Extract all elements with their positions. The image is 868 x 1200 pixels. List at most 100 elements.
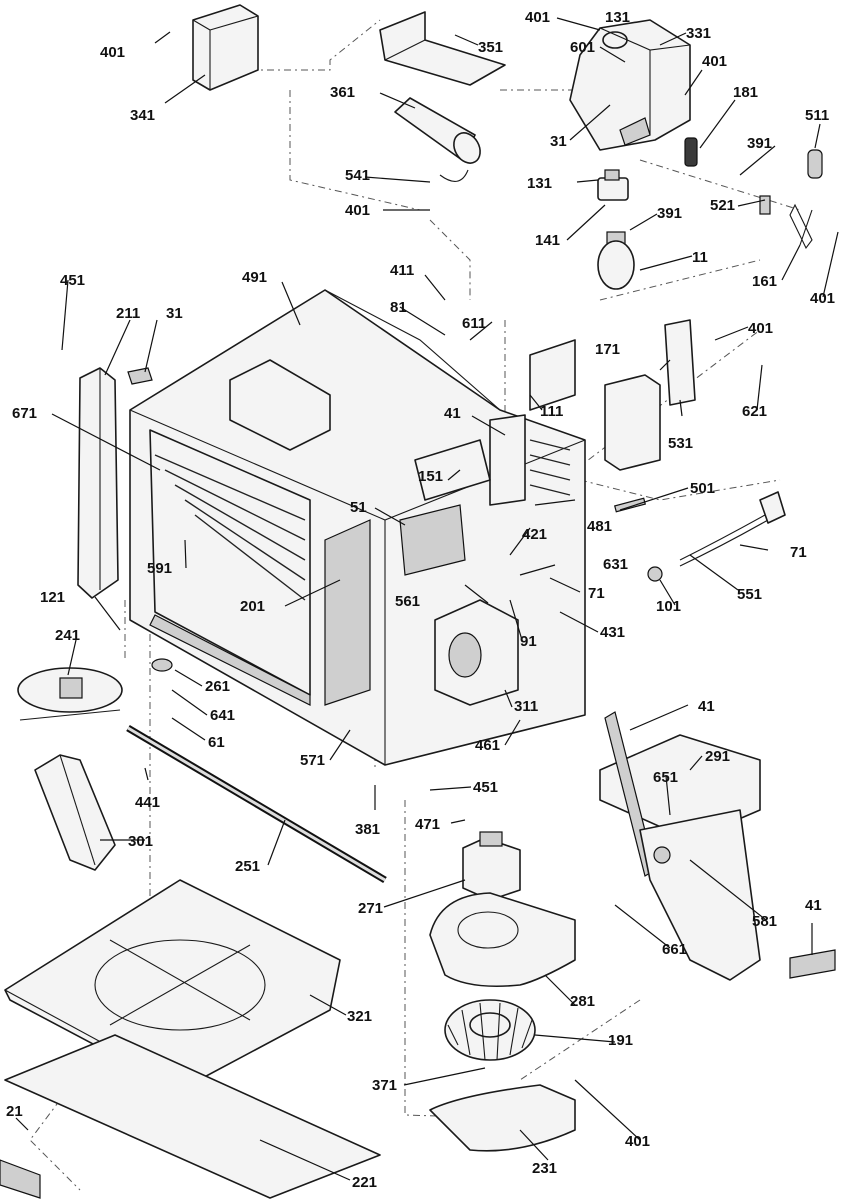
- label-41: 41: [444, 405, 461, 422]
- filter-221: [4, 1034, 381, 1199]
- plate-531: [664, 319, 696, 406]
- blower-housing-281: [429, 892, 576, 988]
- label-91: 91: [520, 633, 537, 650]
- side-panel-211: [77, 367, 119, 599]
- label-401: 401: [810, 290, 835, 307]
- label-311: 311: [514, 698, 538, 715]
- label-501: 501: [690, 480, 715, 497]
- label-151: 151: [418, 468, 443, 485]
- label-481: 481: [587, 518, 612, 535]
- label-531: 531: [668, 435, 693, 452]
- label-71: 71: [790, 544, 807, 561]
- label-581: 581: [752, 913, 777, 930]
- label-561: 561: [395, 593, 420, 610]
- label-621: 621: [742, 403, 767, 420]
- label-51: 51: [350, 499, 367, 516]
- cabinet-body: [129, 289, 586, 766]
- label-641: 641: [210, 707, 235, 724]
- label-521: 521: [710, 197, 735, 214]
- lamp-housing-331: [569, 19, 691, 151]
- label-391: 391: [657, 205, 682, 222]
- label-631: 631: [603, 556, 628, 573]
- label-601: 601: [570, 39, 595, 56]
- label-401: 401: [345, 202, 370, 219]
- component-51: [399, 504, 466, 576]
- label-451: 451: [60, 272, 85, 289]
- label-281: 281: [570, 993, 595, 1010]
- label-11: 11: [692, 249, 708, 266]
- bracket-301: [34, 754, 116, 871]
- capacitor-361: [394, 97, 481, 182]
- label-451: 451: [473, 779, 498, 796]
- label-61: 61: [208, 734, 225, 751]
- stirrer-241: [17, 667, 123, 721]
- label-211: 211: [116, 305, 140, 322]
- fan-wheel-191: [444, 999, 536, 1061]
- label-121: 121: [40, 589, 65, 606]
- label-591: 591: [147, 560, 172, 577]
- base-tray-321: [4, 879, 341, 1091]
- label-271: 271: [358, 900, 383, 917]
- label-261: 261: [205, 678, 230, 695]
- thermal-fuse-181: [684, 137, 698, 167]
- label-201: 201: [240, 598, 265, 615]
- label-371: 371: [372, 1077, 397, 1094]
- label-401: 401: [702, 53, 727, 70]
- label-111: 111: [540, 403, 563, 420]
- label-291: 291: [705, 748, 730, 765]
- label-161: 161: [752, 273, 777, 290]
- fuse-holder-161: [789, 203, 813, 250]
- label-671: 671: [12, 405, 37, 422]
- label-391: 391: [747, 135, 772, 152]
- spacer-31: [127, 367, 153, 385]
- clip-521: [759, 195, 771, 215]
- label-401: 401: [748, 320, 773, 337]
- label-241: 241: [55, 627, 80, 644]
- label-541: 541: [345, 167, 370, 184]
- lamp-socket-141: [597, 169, 629, 201]
- label-321: 321: [347, 1008, 372, 1025]
- label-21: 21: [6, 1103, 23, 1120]
- leader-lines: [15, 17, 839, 1181]
- label-511: 511: [805, 107, 829, 124]
- label-571: 571: [300, 752, 325, 769]
- label-381: 381: [355, 821, 380, 838]
- label-651: 651: [653, 769, 678, 786]
- label-71: 71: [588, 585, 605, 602]
- label-351: 351: [478, 39, 503, 56]
- label-411: 411: [390, 262, 414, 279]
- part-labels: 401 341 351 361 541 401 401 131 331 601 …: [6, 9, 835, 1191]
- label-661: 661: [662, 941, 687, 958]
- damper-581: [639, 809, 761, 981]
- rod-251: [126, 724, 387, 884]
- cavity-grille: [154, 454, 306, 601]
- label-181: 181: [733, 84, 758, 101]
- label-41: 41: [698, 698, 715, 715]
- label-131: 131: [527, 175, 552, 192]
- label-141: 141: [535, 232, 560, 249]
- label-131: 131: [605, 9, 630, 26]
- label-551: 551: [737, 586, 762, 603]
- cover-231: [429, 1084, 576, 1152]
- label-611: 611: [462, 315, 486, 332]
- mesh-strip: [0, 1159, 41, 1199]
- label-191: 191: [608, 1032, 633, 1049]
- label-341: 341: [130, 107, 155, 124]
- label-441: 441: [135, 794, 160, 811]
- label-491: 491: [242, 269, 267, 286]
- label-421: 421: [522, 526, 547, 543]
- label-171: 171: [595, 341, 620, 358]
- component-151: [414, 439, 491, 501]
- transformer-311: [434, 599, 519, 706]
- lamp-bulb-11: [597, 231, 635, 290]
- label-251: 251: [235, 858, 260, 875]
- bracket-41-right: [789, 949, 836, 979]
- power-cord-71: [679, 491, 786, 567]
- label-461: 461: [475, 737, 500, 754]
- fuse-511: [807, 149, 823, 179]
- label-431: 431: [600, 624, 625, 641]
- fan-motor-271: [462, 831, 521, 901]
- label-101: 101: [656, 598, 681, 615]
- label-31: 31: [550, 133, 567, 150]
- label-221: 221: [352, 1174, 377, 1191]
